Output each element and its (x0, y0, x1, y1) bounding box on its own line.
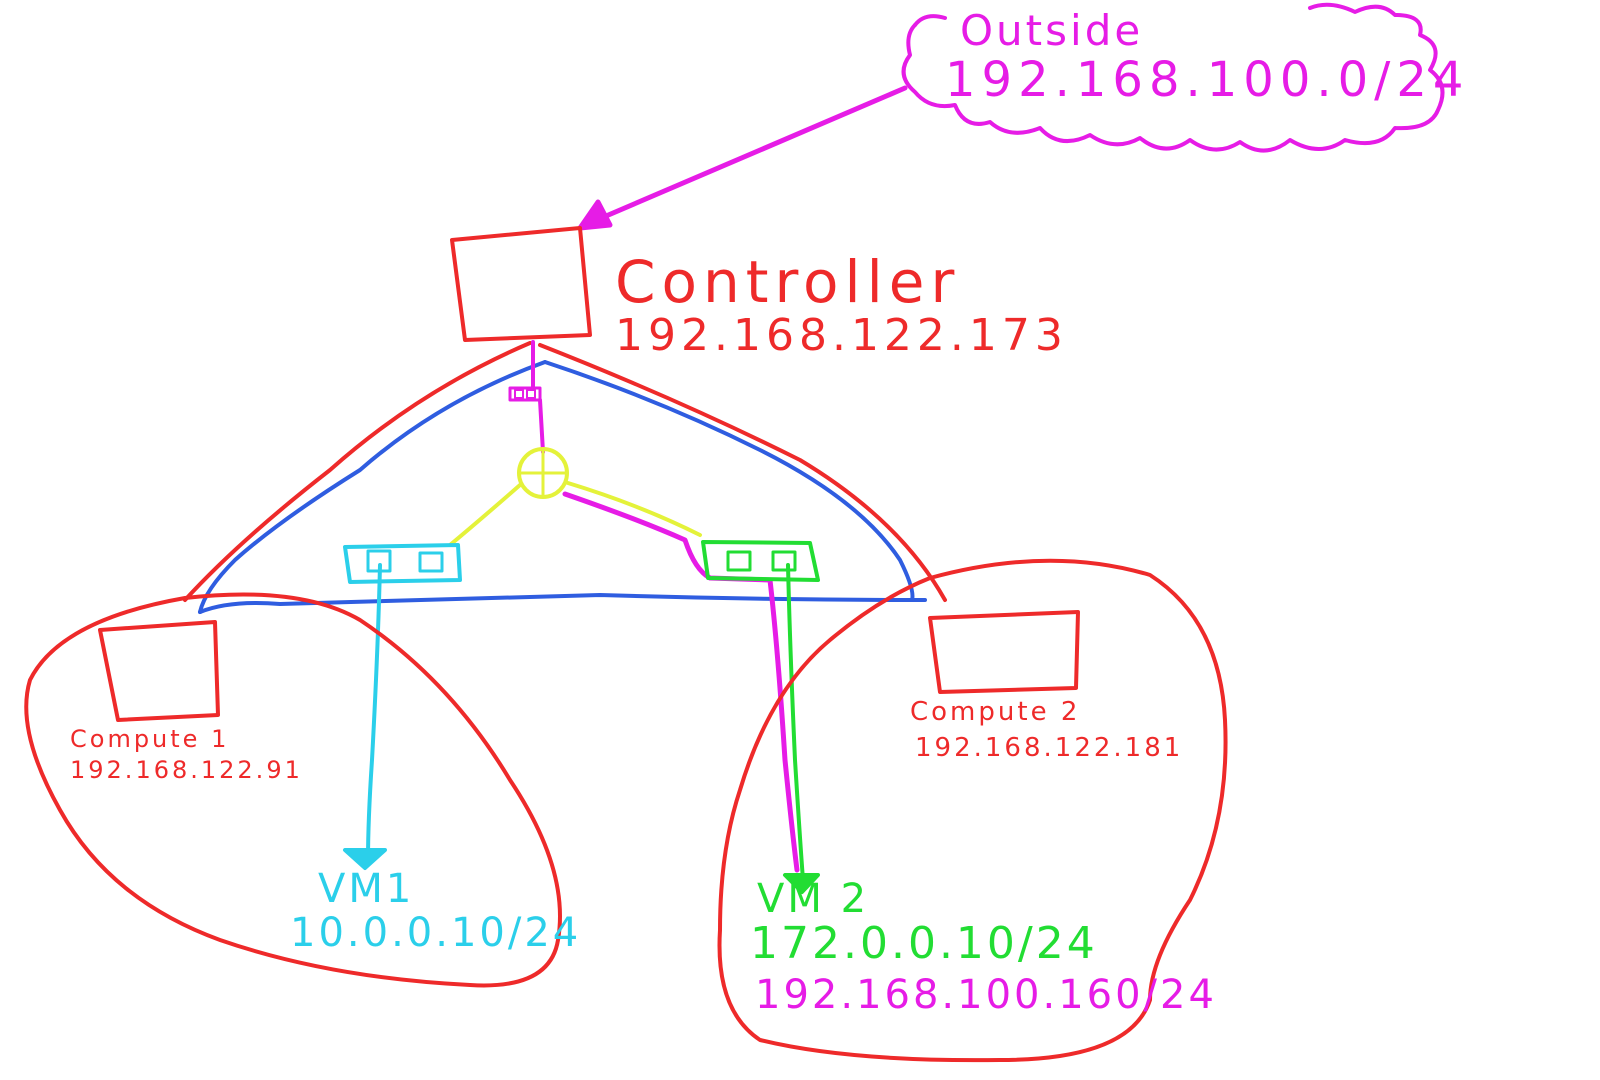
compute2-box (928, 610, 1080, 694)
net1-switch-icon (343, 543, 462, 584)
vm2-name: VM 2 (757, 876, 870, 922)
controller-box (450, 226, 592, 342)
compute1-ip: 192.168.122.91 (70, 756, 303, 784)
tunnel-base (198, 593, 927, 614)
external-arrow (589, 85, 908, 225)
controller-router-link (531, 340, 545, 454)
controller-name: Controller (615, 248, 961, 316)
compute2-ip: 192.168.122.181 (915, 733, 1184, 763)
net2-switch-port-1 (726, 550, 752, 572)
outside-cloud (901, 2, 1445, 153)
vm1-ip: 10.0.0.10/24 (290, 910, 582, 956)
compute2-name: Compute 2 (910, 697, 1081, 727)
mgmt-link-right (538, 343, 947, 602)
controller-ip: 192.168.122.173 (615, 310, 1068, 361)
external-arrow-head (577, 199, 613, 231)
outside-network: 192.168.100.0/24 (945, 52, 1470, 108)
outside-cloud-edge (913, 14, 947, 27)
controller-switch-port-2 (526, 389, 536, 399)
router-link-net2 (566, 481, 702, 537)
vm1-name: VM1 (318, 866, 415, 912)
router-link-net1 (448, 483, 522, 547)
compute1-name: Compute 1 (70, 725, 230, 753)
vm2-floating-ip: 192.168.100.160/24 (755, 972, 1217, 1018)
net2-switch-port-2 (771, 550, 797, 572)
vm1-arrow-head (343, 848, 387, 870)
outside-title: Outside (960, 6, 1144, 55)
compute2-zone (717, 558, 1228, 1063)
vm2-private-ip: 172.0.0.10/24 (750, 918, 1098, 969)
net1-switch-port-2 (418, 551, 444, 573)
controller-switch-icon (508, 386, 542, 402)
vm2-link (786, 563, 805, 882)
compute1-box (98, 620, 220, 722)
mgmt-link-left (183, 341, 532, 602)
vm1-link (366, 563, 382, 862)
compute1-zone (24, 592, 562, 988)
floating-ip-path (562, 491, 800, 873)
controller-switch-port-1 (514, 389, 524, 399)
vm2-arrow-head (783, 873, 820, 894)
tunnel-left (198, 360, 547, 614)
net2-switch-icon (701, 540, 820, 582)
tunnel-right (543, 360, 915, 602)
router-cross (517, 447, 569, 499)
